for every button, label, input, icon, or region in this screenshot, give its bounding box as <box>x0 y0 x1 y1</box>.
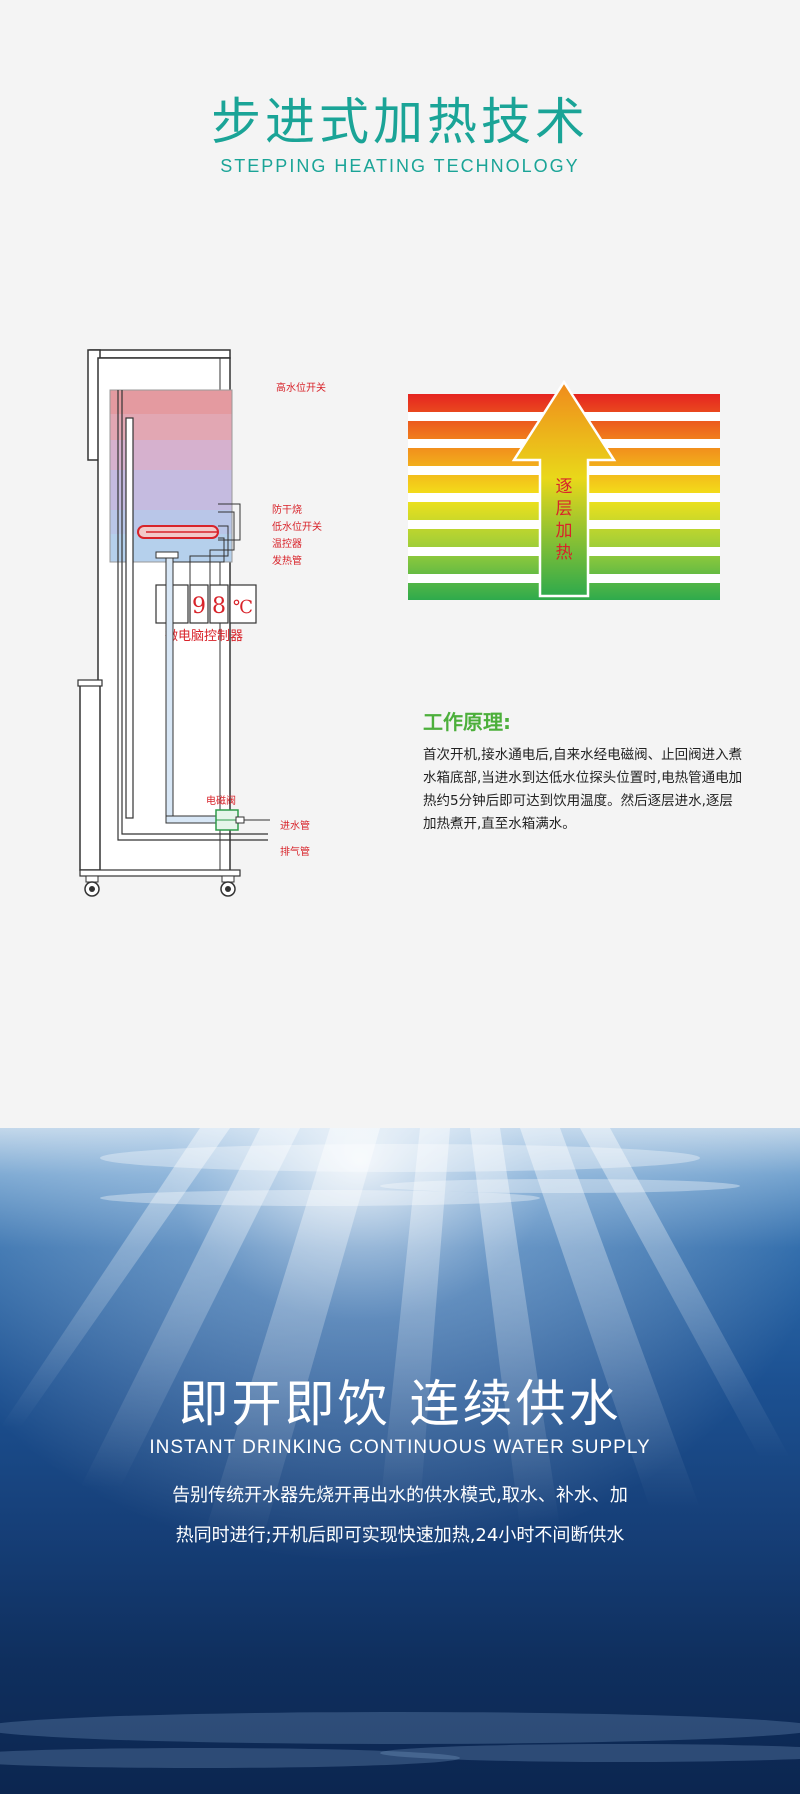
water-boiler-diagram: 9 8 ℃ 微电脑控制器 <box>70 340 360 920</box>
label-anti-dry: 防干烧 <box>272 503 302 516</box>
principle-title: 工作原理: <box>423 710 511 734</box>
controller-label: 微电脑控制器 <box>165 629 243 644</box>
stepping-heating-section: 步进式加热技术 STEPPING HEATING TECHNOLOGY <box>70 93 743 920</box>
label-high-level-switch: 高水位开关 <box>276 381 326 394</box>
supply-subtitle: INSTANT DRINKING CONTINUOUS WATER SUPPLY <box>149 1437 651 1458</box>
display-digit-2: 8 <box>212 594 226 619</box>
supply-description: 告别传统开水器先烧开再出水的供水模式,取水、补水、加 热同时进行;开机后即可实现… <box>110 1476 690 1556</box>
arrow-char-1: 逐 <box>556 477 573 497</box>
principle-text: 首次开机,接水通电后,自来水经电磁阀、止回阀进入煮水箱底部,当进水到达低水位探头… <box>423 747 743 832</box>
label-thermostat: 温控器 <box>272 537 302 550</box>
label-low-level-switch: 低水位开关 <box>272 520 322 533</box>
supply-desc-line-2: 热同时进行;开机后即可实现快速加热,24小时不间断供水 <box>175 1525 625 1546</box>
display-unit: ℃ <box>233 597 253 618</box>
arrow-char-2: 层 <box>556 499 573 519</box>
arrow-char-3: 加 <box>556 521 573 541</box>
label-exhaust-pipe: 排气管 <box>280 845 310 858</box>
underwater-background <box>0 1128 800 1794</box>
supply-title: 即开即饮 连续供水 <box>178 1375 622 1433</box>
display-digit-1: 9 <box>192 594 206 619</box>
label-solenoid-valve: 电磁阀 <box>206 794 236 807</box>
supply-desc-line-1: 告别传统开水器先烧开再出水的供水模式,取水、补水、加 <box>172 1485 628 1506</box>
arrow-char-4: 热 <box>556 543 573 563</box>
layered-heating-graphic: 逐 层 加 热 <box>408 380 720 602</box>
instant-drinking-section: 即开即饮 连续供水 INSTANT DRINKING CONTINUOUS WA… <box>0 1128 800 1794</box>
section-title: 步进式加热技术 <box>211 93 589 151</box>
label-inlet-pipe: 进水管 <box>280 819 310 832</box>
section-subtitle: STEPPING HEATING TECHNOLOGY <box>220 156 580 176</box>
label-heating-tube: 发热管 <box>272 554 302 567</box>
